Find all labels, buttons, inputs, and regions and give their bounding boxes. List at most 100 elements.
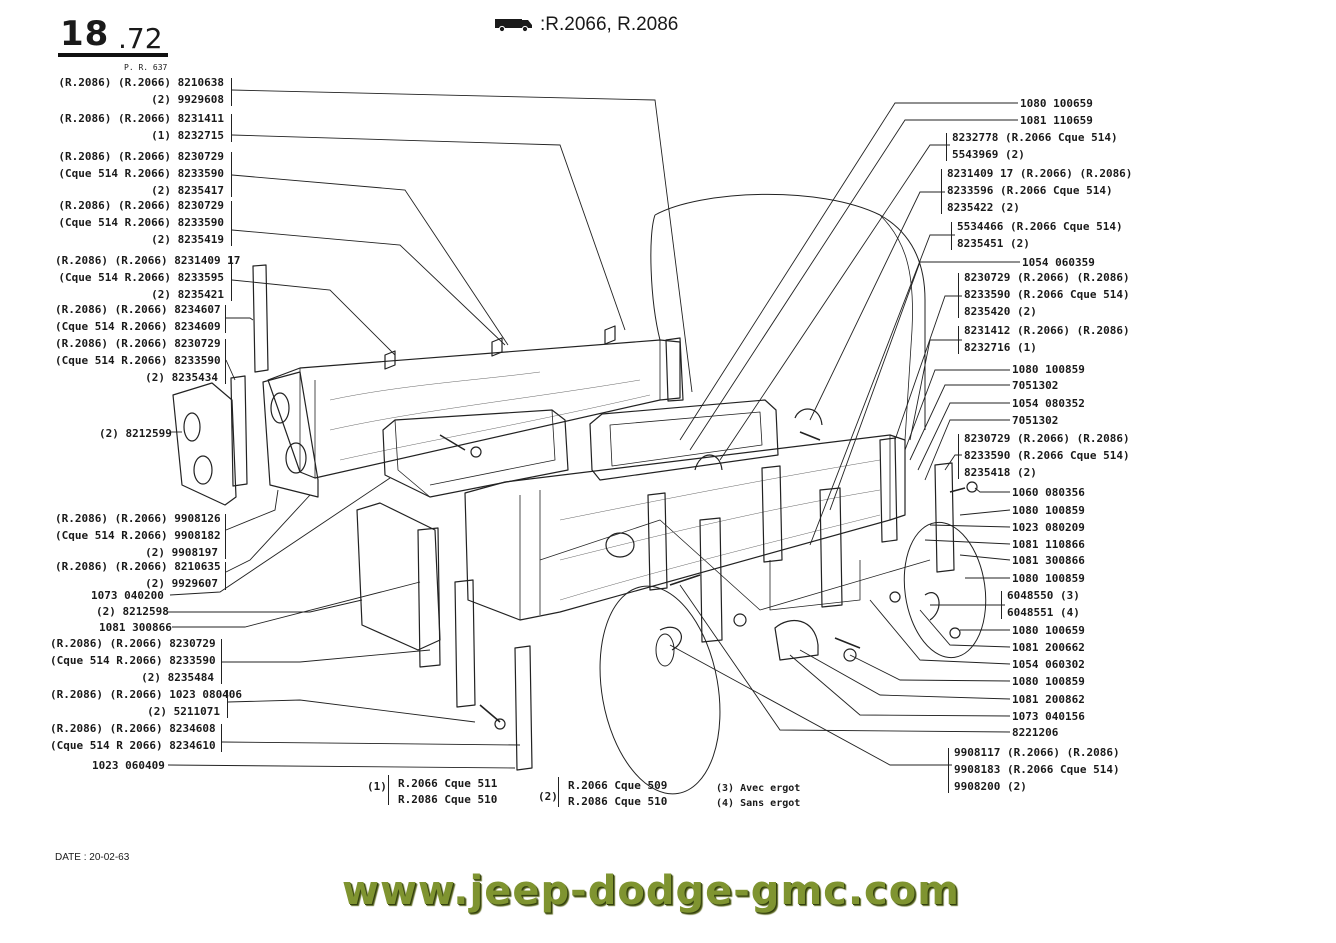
post-top-left xyxy=(252,264,269,373)
tray-box xyxy=(382,409,569,498)
left-callout-3-brace xyxy=(227,152,232,197)
latch-strip-4 xyxy=(647,492,668,591)
right-callout-25-line-1: 1081 200862 xyxy=(1012,693,1085,706)
right-callout-28-brace xyxy=(948,748,953,793)
left-callout-1-line-2: (2) 9929608 xyxy=(151,93,224,106)
right-callout-18-line-1: 1081 300866 xyxy=(1012,554,1085,567)
section-number: 18 xyxy=(60,14,110,54)
rear-wheel xyxy=(599,585,721,795)
left-callout-17-line-1: 1023 060409 xyxy=(92,759,165,772)
left-callout-16-line-2: (Cque 514 R 2066) 8234610 xyxy=(50,739,216,752)
left-callout-7-brace xyxy=(221,339,226,384)
plate-date: DATE : 20-02-63 xyxy=(55,852,130,863)
right-callout-12-line-1: 7051302 xyxy=(1012,414,1059,427)
left-callout-9-brace xyxy=(221,514,226,559)
left-callout-14-line-2: (Cque 514 R.2066) 8233590 xyxy=(50,654,216,667)
right-callout-3-line-1: 8232778 (R.2066 Cque 514) xyxy=(952,131,1118,144)
header-rule xyxy=(58,53,168,57)
left-callout-16-brace xyxy=(217,724,222,752)
left-callout-4-brace xyxy=(227,201,232,246)
hook-bracket-3 xyxy=(694,454,723,471)
left-callout-14-line-3: (2) 8235484 xyxy=(141,671,214,684)
models-label: :R.2066, R.2086 xyxy=(540,14,678,36)
hook-bracket-1 xyxy=(774,620,819,661)
left-callout-16-line-1: (R.2086) (R.2066) 8234608 xyxy=(50,722,216,735)
left-callout-6-line-2: (Cque 514 R.2066) 8234609 xyxy=(55,320,221,333)
left-callout-9-line-2: (Cque 514 R.2066) 9908182 xyxy=(55,529,221,542)
right-callout-2-line-1: 1081 110659 xyxy=(1020,114,1093,127)
latch-strip-8 xyxy=(879,437,898,543)
right-callout-7-brace xyxy=(958,273,963,318)
right-callout-4-line-3: 8235422 (2) xyxy=(947,201,1020,214)
left-callout-7-line-2: (Cque 514 R.2066) 8233590 xyxy=(55,354,221,367)
watermark-url: www.jeep-dodge-gmc.com xyxy=(342,868,960,914)
right-callout-27-line-1: 8221206 xyxy=(1012,726,1059,739)
right-callout-16-line-1: 1023 080209 xyxy=(1012,521,1085,534)
section-sub: .72 xyxy=(118,22,163,55)
left-callout-5-line-1: (R.2086) (R.2066) 8231409 17 xyxy=(55,254,241,267)
cab-outline-2 xyxy=(879,214,913,441)
legend-group2-line1: R.2066 Cque 509 xyxy=(568,779,668,792)
rear-wheel-hub xyxy=(655,633,675,667)
right-callout-3-line-2: 5543969 (2) xyxy=(952,148,1025,161)
right-callout-23-line-1: 1054 060302 xyxy=(1012,658,1085,671)
right-callout-13-line-1: 8230729 (R.2066) (R.2086) xyxy=(964,432,1130,445)
legend-note-3: (3) Avec ergot xyxy=(716,783,801,794)
legend-group2-brace xyxy=(558,777,567,807)
end-panel xyxy=(262,371,319,498)
left-callout-9-line-1: (R.2086) (R.2066) 9908126 xyxy=(55,512,221,525)
left-callout-5-line-3: (2) 8235421 xyxy=(151,288,224,301)
right-callout-19-line-1: 1080 100859 xyxy=(1012,572,1085,585)
right-callout-7-line-2: 8233590 (R.2066 Cque 514) xyxy=(964,288,1130,301)
right-callout-1-line-1: 1080 100659 xyxy=(1020,97,1093,110)
left-callout-5-brace xyxy=(227,256,232,301)
legend-group1-brace xyxy=(388,775,397,805)
post-mid-left xyxy=(230,375,248,487)
latch-strip-5 xyxy=(699,517,723,643)
right-callout-5-line-1: 5534466 (R.2066 Cque 514) xyxy=(957,220,1123,233)
latch-strip-9 xyxy=(934,462,955,573)
plate-ref: P. R. 637 xyxy=(124,63,168,72)
left-callout-6-line-1: (R.2086) (R.2066) 8234607 xyxy=(55,303,221,316)
left-callout-10-brace xyxy=(221,562,226,590)
left-callout-2-brace xyxy=(227,114,232,142)
right-callout-13-brace xyxy=(958,434,963,479)
right-callout-11-line-1: 1054 080352 xyxy=(1012,397,1085,410)
chassis-box xyxy=(769,560,861,611)
latch-strip-7 xyxy=(819,487,843,608)
right-callout-9-line-1: 1080 100859 xyxy=(1012,363,1085,376)
van-icon xyxy=(495,19,532,32)
left-callout-4-line-1: (R.2086) (R.2066) 8230729 xyxy=(58,199,224,212)
right-callout-14-line-1: 1060 080356 xyxy=(1012,486,1085,499)
left-callout-5-line-2: (Cque 514 R.2066) 8233595 xyxy=(58,271,224,284)
left-callout-6-brace xyxy=(221,305,226,333)
cab-outline xyxy=(650,193,926,430)
legend-group1-prefix: (1) xyxy=(367,780,387,793)
right-callout-20-line-1: 6048550 (3) xyxy=(1007,589,1080,602)
legend-group2-line2: R.2086 Cque 510 xyxy=(568,795,668,808)
leader-lines xyxy=(167,89,1020,769)
right-callout-5-brace xyxy=(951,222,956,250)
latch-strip-6 xyxy=(761,465,783,563)
chassis-line xyxy=(539,519,931,611)
right-callout-4-brace xyxy=(941,169,946,214)
left-callout-1-line-1: (R.2086) (R.2066) 8210638 xyxy=(58,76,224,89)
left-callout-10-line-2: (2) 9929607 xyxy=(145,577,218,590)
right-callout-7-line-3: 8235420 (2) xyxy=(964,305,1037,318)
right-callout-8-brace xyxy=(958,326,963,354)
right-callout-3-brace xyxy=(946,133,951,161)
rear-side-panel xyxy=(267,339,681,479)
front-side-panel xyxy=(464,434,906,621)
right-callout-5-line-2: 8235451 (2) xyxy=(957,237,1030,250)
right-callout-10-line-1: 7051302 xyxy=(1012,379,1059,392)
left-callout-4-line-2: (Cque 514 R.2066) 8233590 xyxy=(58,216,224,229)
left-callout-10-line-1: (R.2086) (R.2066) 8210635 xyxy=(55,560,221,573)
right-callout-15-line-1: 1080 100859 xyxy=(1012,504,1085,517)
left-callout-14-line-1: (R.2086) (R.2066) 8230729 xyxy=(50,637,216,650)
right-callout-13-line-3: 8235418 (2) xyxy=(964,466,1037,479)
front-wheel xyxy=(903,521,987,659)
left-callout-3-line-2: (Cque 514 R.2066) 8233590 xyxy=(58,167,224,180)
left-callout-2-line-2: (1) 8232715 xyxy=(151,129,224,142)
right-callout-6-line-1: 1054 060359 xyxy=(1022,256,1095,269)
